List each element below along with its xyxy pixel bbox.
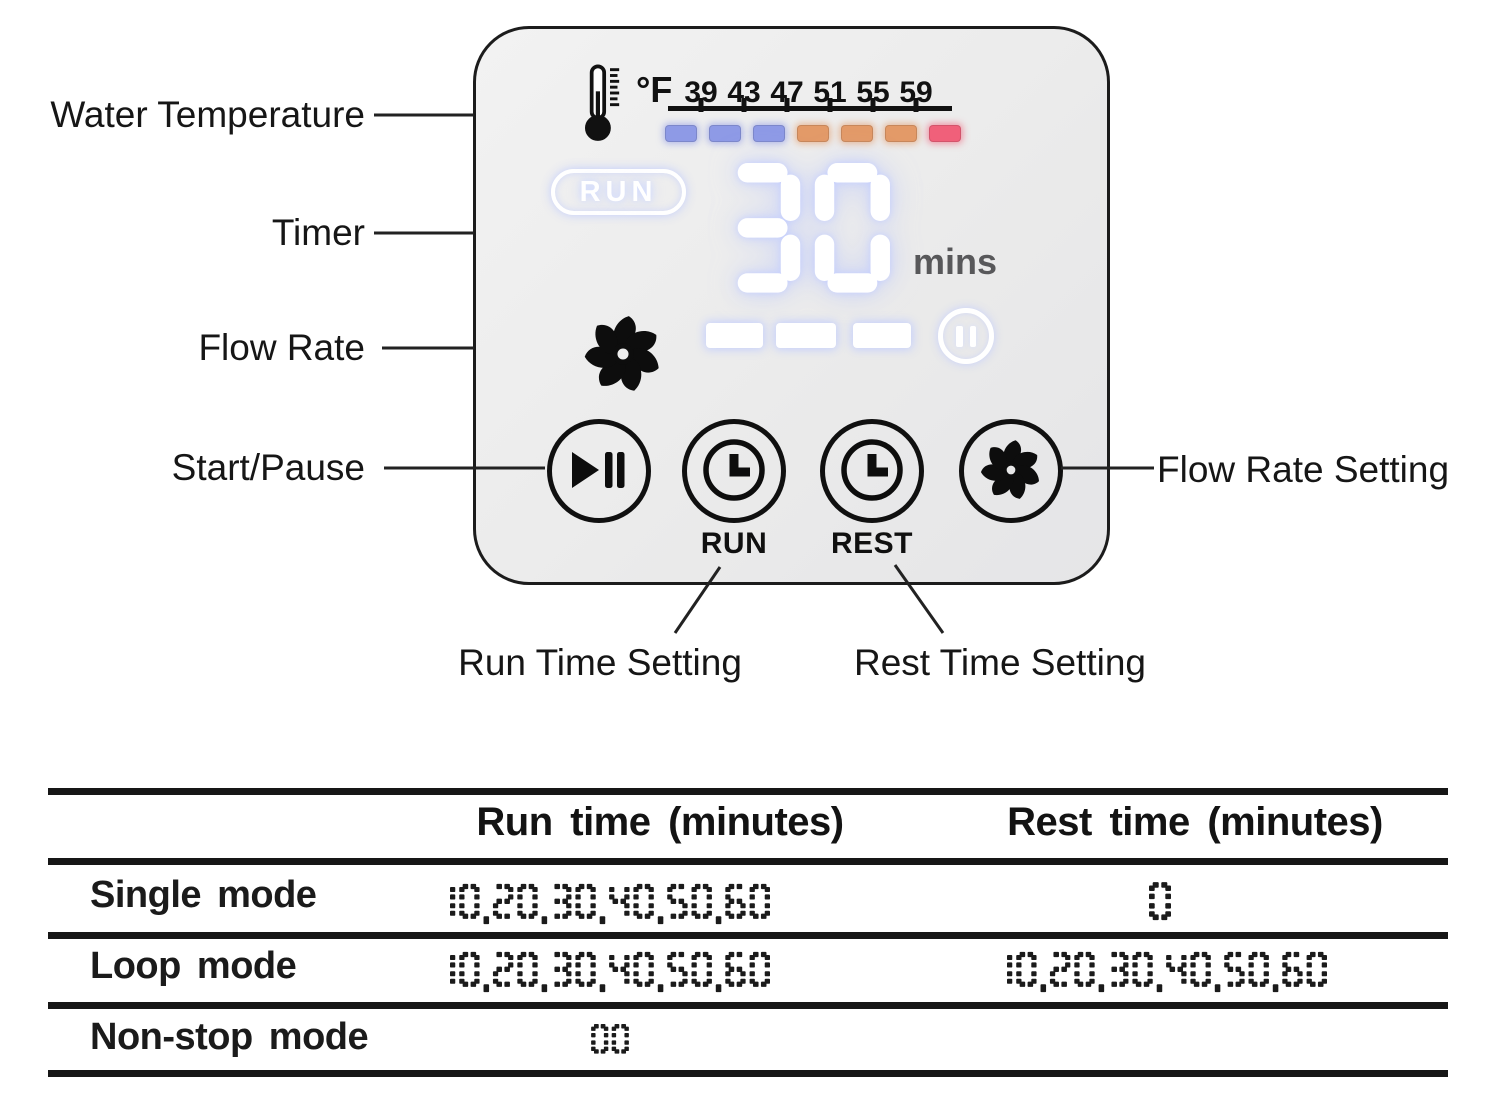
row-label-single-mode: Single mode bbox=[90, 874, 317, 916]
label-water-temperature: Water Temperature bbox=[50, 94, 365, 135]
flow-segment-bar bbox=[776, 323, 836, 348]
temp-tick-mark bbox=[827, 98, 833, 112]
temp-tick-mark bbox=[741, 98, 747, 112]
flow-rate-setting-button[interactable] bbox=[959, 419, 1063, 523]
run-time-button[interactable] bbox=[682, 419, 786, 523]
loop-mode-run-times bbox=[450, 950, 770, 995]
run-button-label: RUN bbox=[700, 527, 768, 560]
pause-circle-icon bbox=[938, 308, 994, 364]
header-run-time: Run time (minutes) bbox=[476, 800, 844, 844]
temp-tick-mark bbox=[784, 98, 790, 112]
table-rule bbox=[48, 932, 1448, 939]
loop-mode-rest-times bbox=[1007, 950, 1327, 995]
clock-icon bbox=[838, 436, 906, 507]
fan-icon bbox=[978, 437, 1044, 506]
flow-segment-bar bbox=[706, 323, 763, 348]
nonstop-mode-run-times bbox=[490, 1024, 730, 1059]
label-rest-time-setting: Rest Time Setting bbox=[853, 642, 1146, 683]
table-rule bbox=[48, 858, 1448, 865]
label-run-time-setting: Run Time Setting bbox=[458, 642, 742, 683]
label-flow-rate-setting: Flow Rate Setting bbox=[1157, 449, 1450, 490]
table-rule bbox=[48, 1002, 1448, 1009]
start-pause-button[interactable] bbox=[547, 419, 651, 523]
label-timer: Timer bbox=[271, 212, 365, 253]
rest-button-label: REST bbox=[830, 527, 913, 560]
single-mode-rest-times bbox=[1040, 882, 1280, 927]
temp-level-bar bbox=[885, 125, 917, 142]
temp-level-bar bbox=[709, 125, 741, 142]
temp-tick-mark bbox=[698, 98, 704, 112]
run-status-badge: RUN bbox=[551, 169, 686, 215]
temp-level-bar bbox=[753, 125, 785, 142]
temp-tick-mark bbox=[913, 98, 919, 112]
row-label-loop-mode: Loop mode bbox=[90, 945, 297, 987]
temp-level-bar bbox=[665, 125, 697, 142]
label-start-pause: Start/Pause bbox=[171, 447, 365, 488]
clock-icon bbox=[700, 436, 768, 507]
temp-unit-label: °F bbox=[636, 69, 673, 110]
rest-time-button[interactable] bbox=[820, 419, 924, 523]
temp-axis-line bbox=[668, 106, 952, 111]
timer-unit-label: mins bbox=[913, 241, 998, 282]
flow-segment-bar bbox=[853, 323, 911, 348]
play-pause-icon bbox=[569, 447, 629, 496]
label-flow-rate: Flow Rate bbox=[198, 327, 365, 368]
table-rule bbox=[48, 788, 1448, 795]
temp-tick-mark bbox=[870, 98, 876, 112]
row-label-nonstop-mode: Non-stop mode bbox=[90, 1016, 369, 1058]
temp-level-bar bbox=[929, 125, 961, 142]
single-mode-run-times bbox=[450, 882, 770, 927]
header-rest-time: Rest time (minutes) bbox=[1007, 800, 1383, 844]
temp-level-bar bbox=[841, 125, 873, 142]
table-rule bbox=[48, 1070, 1448, 1077]
temp-level-bar bbox=[797, 125, 829, 142]
